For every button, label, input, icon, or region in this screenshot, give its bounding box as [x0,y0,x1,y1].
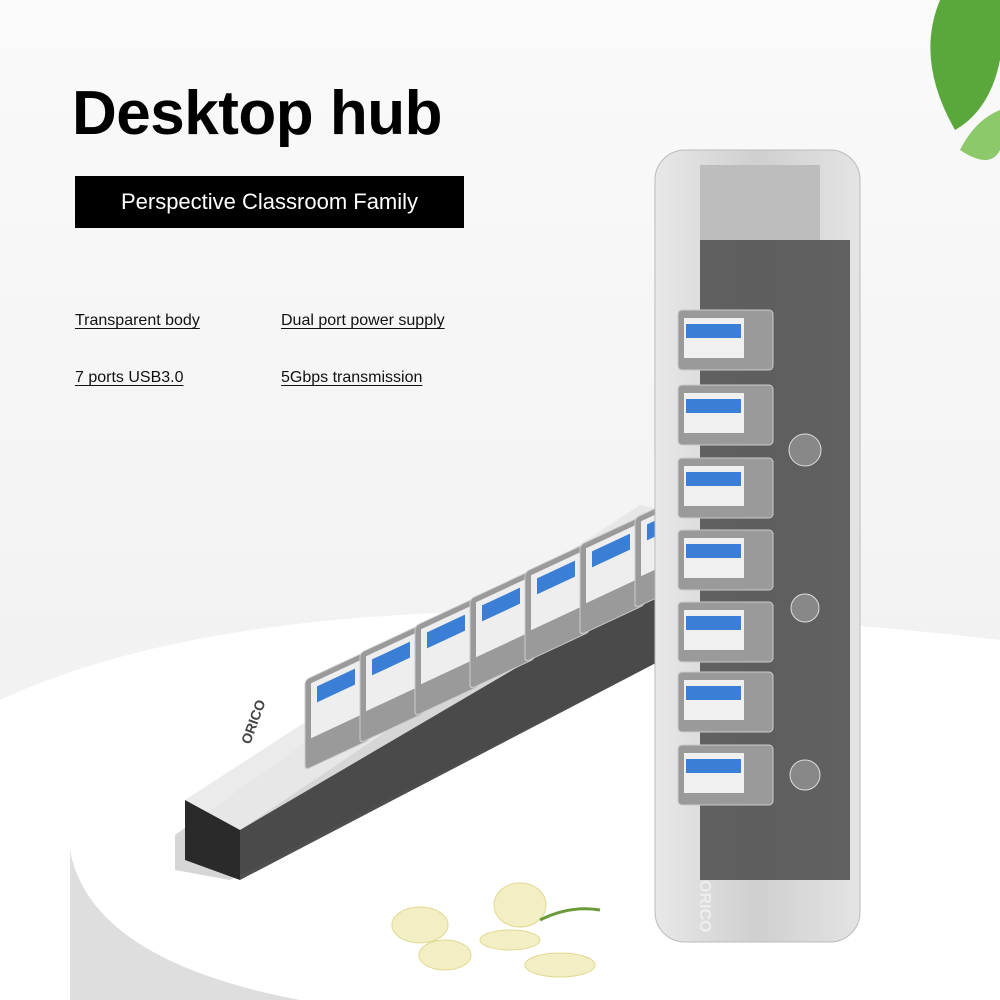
feature-usb-ports: 7 ports USB3.0 [75,369,184,386]
feature-transmission: 5Gbps transmission [281,369,423,386]
leaf-decoration [930,0,1000,160]
feature-transparent-body: Transparent body [75,312,200,329]
usb-port [677,457,774,519]
usb-port [677,529,774,591]
usb-port [677,601,774,663]
vertical-hub: ORICO [654,149,861,943]
usb-port [469,569,536,689]
usb-port [677,671,774,733]
page-title: Desktop hub [72,79,442,148]
usb-port [304,650,371,770]
brand-logo: ORICO [696,880,713,932]
feature-dual-power: Dual port power supply [281,312,445,329]
usb-port [677,384,774,446]
usb-port [579,515,646,635]
subtitle-badge: Perspective Classroom Family [75,176,464,228]
usb-port [677,744,774,806]
flower-decoration [391,882,596,978]
usb-port [677,309,774,371]
usb-port [414,596,481,716]
usb-port [359,623,426,743]
usb-port [524,542,591,662]
